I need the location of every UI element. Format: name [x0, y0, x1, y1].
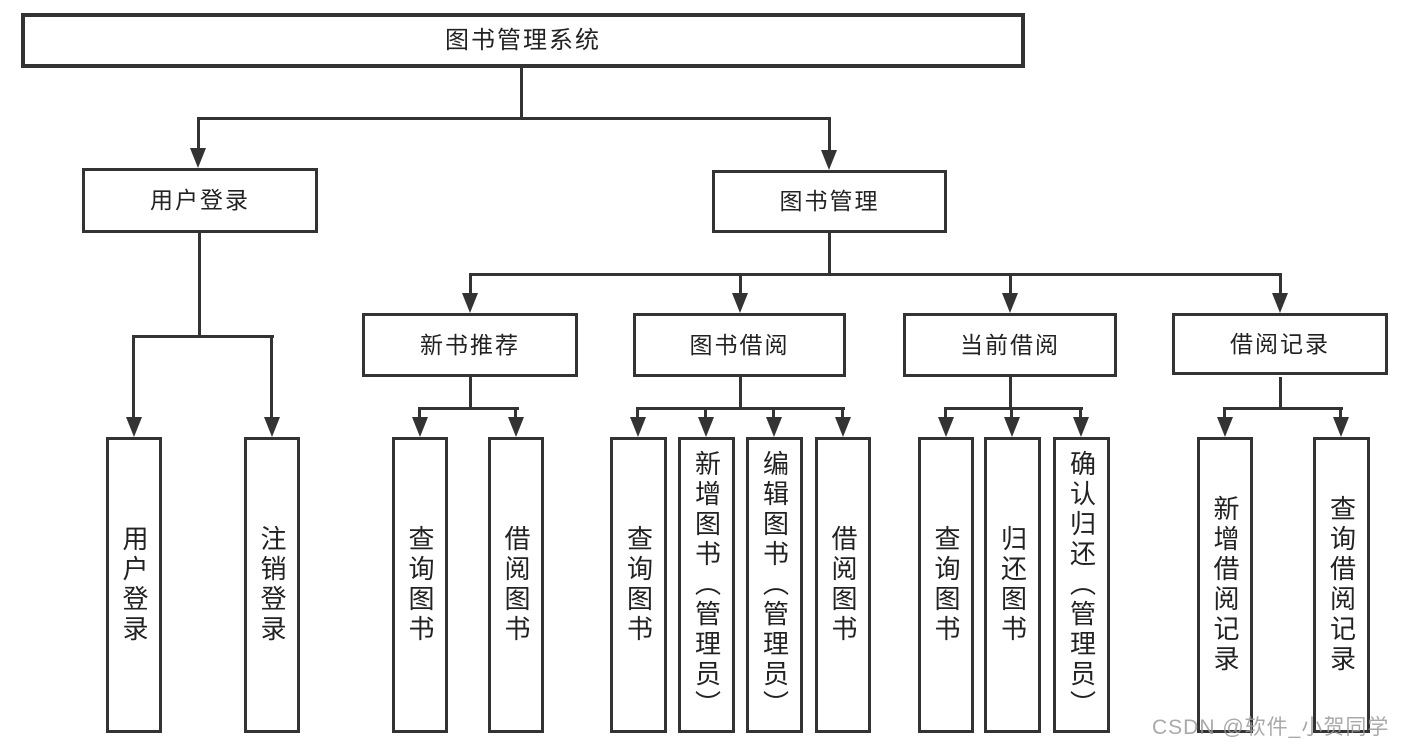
connector-user-login-down [198, 233, 201, 338]
arrowhead-leaf [1073, 417, 1089, 437]
leaf-add-books-admin: 新增图书（管理员） [678, 437, 735, 733]
connector-section-stem [1279, 273, 1282, 295]
leaf-add-borrow-record: 新增借阅记录 [1197, 437, 1253, 733]
node-current-borrow: 当前借阅 [903, 313, 1117, 377]
connector-leaf-stem [514, 407, 517, 419]
connector-root-stem [520, 68, 523, 118]
leaf-user-login: 用户登录 [106, 437, 162, 733]
leaf-query-books: 查询图书 [392, 437, 448, 733]
arrowhead-leaf [508, 417, 524, 437]
arrowhead-leaf [1333, 417, 1349, 437]
connector-section-stem [1009, 273, 1012, 295]
arrowhead-section [1272, 293, 1288, 313]
arrowhead-user-login [190, 148, 206, 168]
arrowhead-leaf [126, 417, 142, 437]
leaf-query-books: 查询图书 [610, 437, 667, 733]
connector-leaf-stem [1010, 407, 1013, 419]
leaf-edit-books-admin: 编辑图书（管理员） [746, 437, 803, 733]
connector-leaf-stem [944, 407, 947, 419]
leaf-return-books: 归还图书 [984, 437, 1041, 733]
csdn-watermark: CSDN @软件_小贺同学 [1152, 716, 1390, 739]
connector-leaf-stem [1223, 407, 1226, 419]
connector-leaf-stem [841, 407, 844, 419]
connector-leaf-stem [704, 407, 707, 419]
arrowhead-leaf [938, 417, 954, 437]
connector-leaf-stem [418, 407, 421, 419]
connector-leaf-stem [270, 335, 273, 419]
arrowhead-leaf [264, 417, 280, 437]
arrowhead-leaf [412, 417, 428, 437]
connector-level2-rail [197, 117, 831, 120]
leaf-borrow-books: 借阅图书 [815, 437, 871, 733]
arrowhead-leaf [766, 417, 782, 437]
connector-section-down [1009, 377, 1012, 410]
node-book-borrow: 图书借阅 [633, 313, 846, 377]
connector-section-down [1279, 377, 1282, 410]
leaf-borrow-books: 借阅图书 [488, 437, 544, 733]
connector-section-stem [469, 273, 472, 295]
connector-user-login-stem [197, 117, 200, 150]
arrowhead-book-mgmt [821, 150, 837, 170]
leaf-query-borrow-record: 查询借阅记录 [1313, 437, 1370, 733]
node-book-management: 图书管理 [712, 170, 947, 233]
connector-book-mgmt-stem [828, 117, 831, 152]
arrowhead-leaf [835, 417, 851, 437]
node-borrow-records: 借阅记录 [1172, 313, 1388, 375]
connector-leaf-rail [1223, 407, 1343, 410]
connector-user-login-rail [132, 335, 274, 338]
connector-leaf-stem [772, 407, 775, 419]
arrowhead-section [732, 293, 748, 313]
connector-section-down [469, 377, 472, 410]
arrowhead-section [462, 293, 478, 313]
connector-section-stem [739, 273, 742, 295]
node-user-login: 用户登录 [82, 168, 318, 233]
arrowhead-leaf [1004, 417, 1020, 437]
connector-leaf-stem [132, 335, 135, 419]
arrowhead-leaf [698, 417, 714, 437]
node-new-book-recommend: 新书推荐 [362, 313, 578, 377]
arrowhead-leaf [630, 417, 646, 437]
leaf-logout: 注销登录 [244, 437, 300, 733]
connector-leaf-rail [418, 407, 519, 410]
connector-leaf-stem [636, 407, 639, 419]
connector-leaf-stem [1079, 407, 1082, 419]
leaf-confirm-return-admin: 确认归还（管理员） [1053, 437, 1110, 733]
connector-level3-rail [469, 273, 1282, 276]
connector-leaf-rail [636, 407, 845, 410]
connector-book-mgmt-down [828, 233, 831, 276]
connector-leaf-rail [944, 407, 1083, 410]
arrowhead-leaf [1217, 417, 1233, 437]
leaf-query-books: 查询图书 [918, 437, 974, 733]
arrowhead-section [1002, 293, 1018, 313]
node-root: 图书管理系统 [21, 13, 1025, 68]
connector-leaf-stem [1339, 407, 1342, 419]
connector-section-down [739, 377, 742, 410]
